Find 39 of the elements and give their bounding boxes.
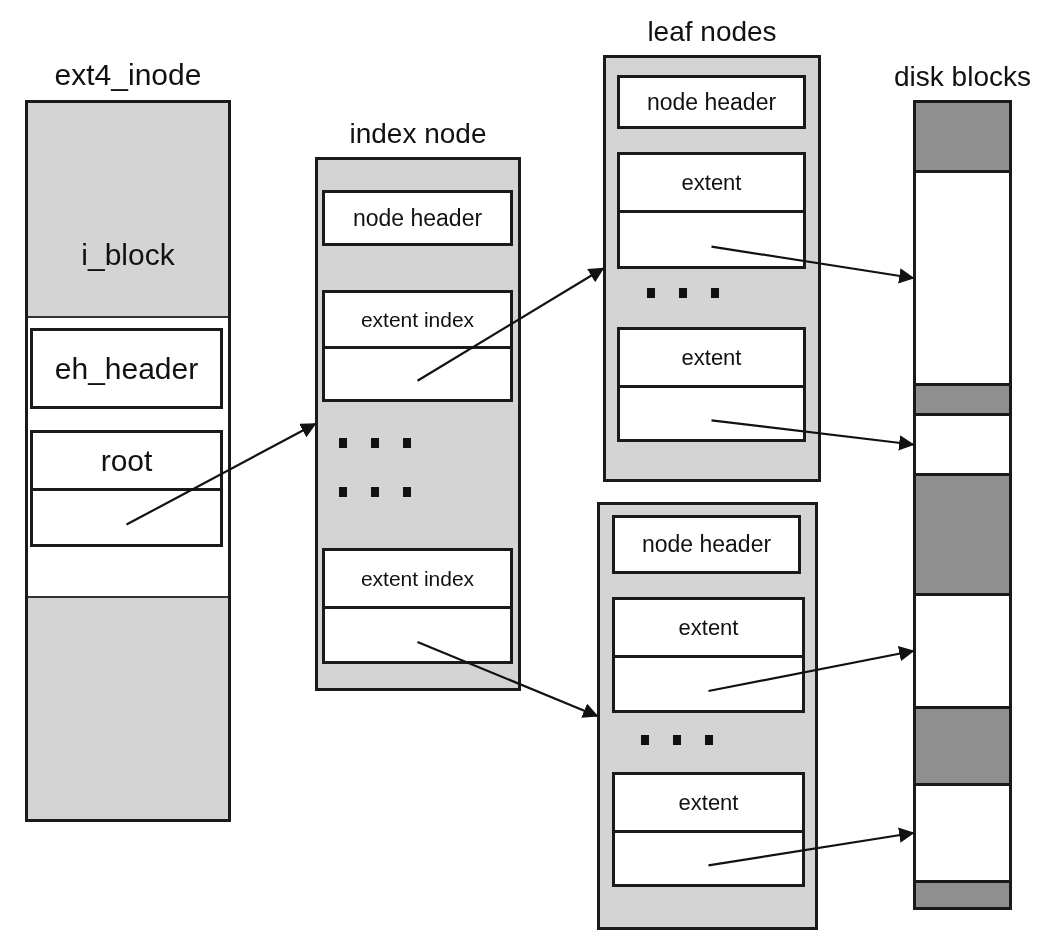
arrow — [708, 646, 915, 693]
field-label: node header — [352, 204, 483, 232]
field-label: extent — [678, 614, 739, 641]
arrow — [417, 640, 599, 718]
data-block — [913, 413, 1012, 476]
data-block — [913, 593, 1012, 709]
field-box — [617, 75, 806, 129]
arrow — [416, 267, 605, 382]
field-label: extent — [681, 344, 742, 371]
field-box — [322, 190, 513, 246]
structure-box — [597, 502, 818, 930]
field-box — [612, 515, 801, 574]
field-label: eh_header — [54, 351, 199, 386]
arrow — [126, 423, 317, 526]
arrow — [711, 419, 915, 451]
field-box — [30, 328, 223, 409]
heading: index node — [349, 117, 487, 150]
field-box — [322, 548, 513, 664]
field-box — [30, 430, 223, 547]
field-label: extent index — [360, 566, 475, 591]
field-label: extent index — [360, 307, 475, 332]
field-box — [617, 327, 806, 442]
field-label: extent — [678, 789, 739, 816]
field-label: node header — [641, 531, 772, 558]
field-label: node header — [646, 88, 777, 116]
data-block — [913, 170, 1012, 386]
arrow — [711, 245, 915, 284]
arrow — [708, 827, 915, 867]
heading: leaf nodes — [647, 15, 777, 48]
field-label: extent — [681, 169, 742, 196]
heading: disk blocks — [894, 60, 1031, 93]
field-box — [612, 597, 805, 713]
field-box — [617, 152, 806, 269]
field-box — [322, 290, 513, 402]
field-label: i_block — [81, 238, 175, 272]
field-label: root — [100, 443, 153, 478]
field-box — [612, 772, 805, 887]
data-block — [913, 783, 1012, 883]
heading: ext4_inode — [54, 58, 202, 92]
